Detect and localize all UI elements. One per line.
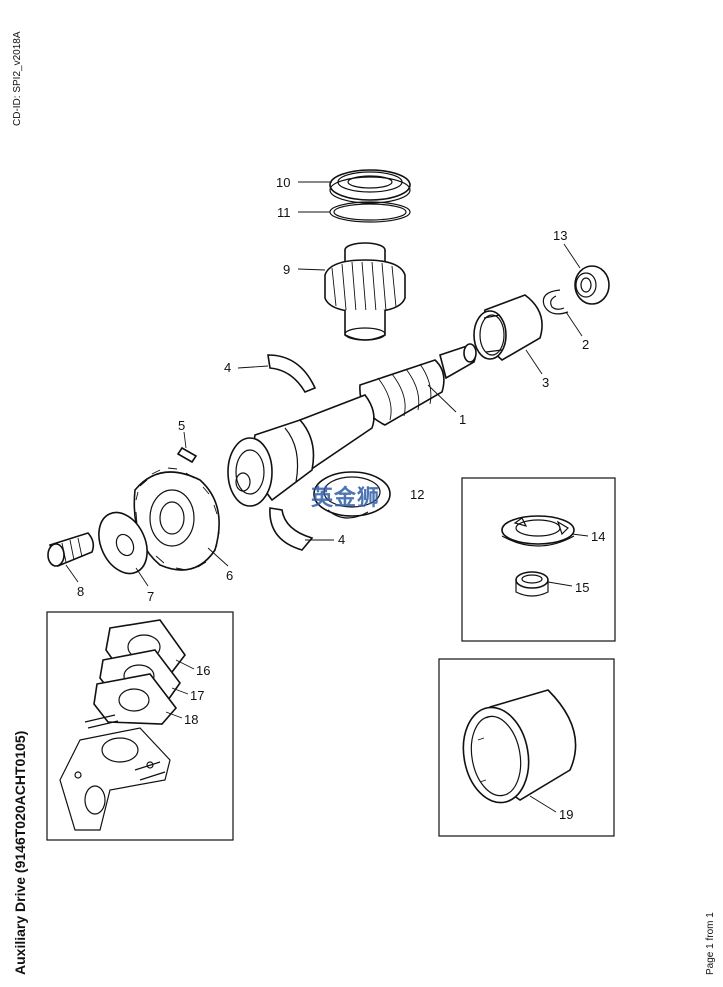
callout-14: 14 xyxy=(591,529,605,544)
part-12-cover-disc xyxy=(313,471,391,519)
callout-labels: 1 2 3 4 4 5 6 7 8 9 10 11 12 13 14 15 16… xyxy=(77,175,605,822)
callout-9: 9 xyxy=(283,262,290,277)
part-4-thrust-washer-lower xyxy=(269,507,314,551)
part-9-gear-shaft xyxy=(324,242,406,341)
leader-lines xyxy=(65,181,589,813)
part-4-thrust-washer-upper xyxy=(267,354,317,393)
callout-7: 7 xyxy=(147,589,154,604)
part-11-circlip xyxy=(329,201,411,223)
callout-5: 5 xyxy=(178,418,185,433)
callout-15: 15 xyxy=(575,580,589,595)
callout-2: 2 xyxy=(582,337,589,352)
part-13-bearing xyxy=(574,265,610,305)
callout-17: 17 xyxy=(190,688,204,703)
inset-box-gaskets xyxy=(46,611,234,841)
callout-18: 18 xyxy=(184,712,198,727)
callout-1: 1 xyxy=(459,412,466,427)
callout-3: 3 xyxy=(542,375,549,390)
part-3-bushing xyxy=(473,294,543,361)
callout-16: 16 xyxy=(196,663,210,678)
part-5-pin xyxy=(176,446,198,464)
part-10-cover xyxy=(329,169,411,204)
callout-6: 6 xyxy=(226,568,233,583)
watermark-logo: 英金狮 xyxy=(311,486,381,511)
part-1-drive-shaft xyxy=(227,343,477,507)
inset-box-sleeve xyxy=(438,658,615,837)
callout-13: 13 xyxy=(553,228,567,243)
part-2-clip xyxy=(542,289,569,315)
callout-11: 11 xyxy=(277,205,291,220)
callout-4-upper: 4 xyxy=(224,360,231,375)
inset-box-seal xyxy=(461,477,616,642)
part-7-washer xyxy=(98,511,148,575)
callout-12: 12 xyxy=(410,487,424,502)
part-8-splined-stub xyxy=(47,532,95,568)
callout-10: 10 xyxy=(276,175,290,190)
callout-19: 19 xyxy=(559,807,573,822)
callout-4-lower: 4 xyxy=(338,532,345,547)
callout-8: 8 xyxy=(77,584,84,599)
